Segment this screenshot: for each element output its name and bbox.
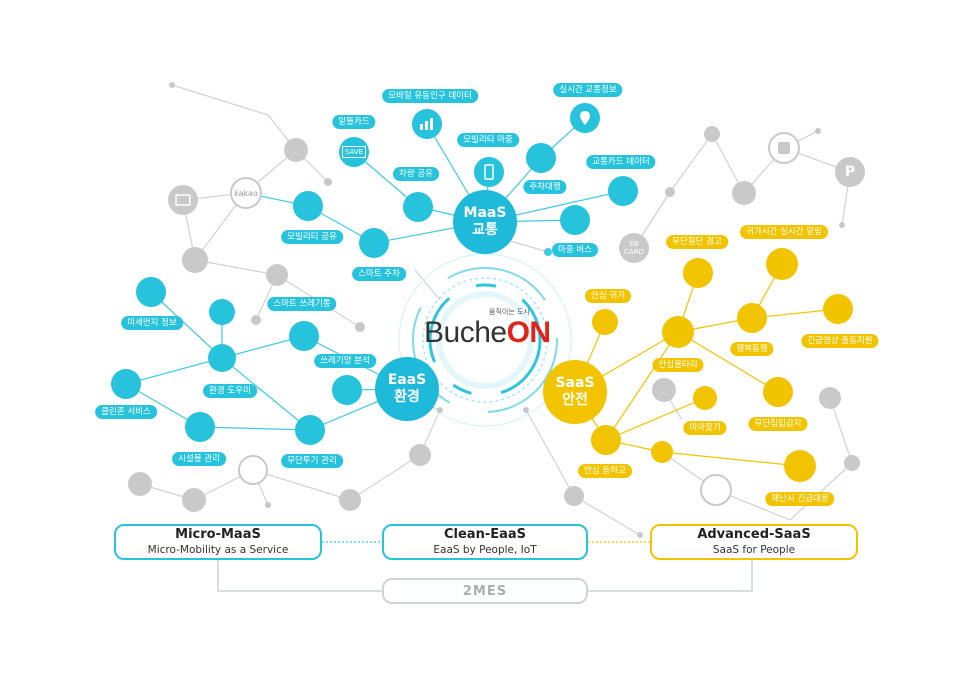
cleaner-person-icon <box>208 344 236 372</box>
advanced-saas-box: Advanced-SaaS SaaS for People <box>650 524 858 560</box>
sign-icon <box>266 264 288 286</box>
hydrant-icon <box>844 455 860 471</box>
flower-icon <box>111 369 141 399</box>
bus-icon <box>768 132 800 164</box>
label-fine-dust: 미세먼지 정보 <box>121 316 183 330</box>
eb-card-icon: EB CARD <box>619 233 649 263</box>
maas-hub[interactable]: MaaS 교통 <box>453 190 517 254</box>
bus-stop-icon <box>168 185 198 215</box>
cctv-icon <box>652 378 676 402</box>
traffic-light-icon <box>284 138 308 162</box>
label-smart-trash: 스마트 쓰레기통 <box>267 297 337 311</box>
safe-return-icon <box>592 309 618 335</box>
brand-slogan: 움직이는 도시 <box>489 308 530 316</box>
car-icon <box>732 181 756 205</box>
school-route-icon <box>591 425 621 455</box>
family-icon <box>737 303 767 333</box>
missing-child-icon <box>693 386 717 410</box>
smartphone-icon <box>474 157 504 187</box>
eaas-hub[interactable]: EaaS 환경 <box>375 357 439 421</box>
car-share-icon <box>403 192 433 222</box>
label-valet-parking: 주차대행 <box>523 180 567 194</box>
label-waste-analysis: 쓰레기양 분석 <box>314 354 376 368</box>
clean-eaas-title: Clean-EaaS <box>443 527 527 542</box>
label-safe-fence: 안심울타리 <box>652 358 704 372</box>
label-shuttle-bus: 마중 버스 <box>552 243 598 257</box>
crossing-warning-icon <box>683 258 713 288</box>
shuttle-bus-icon <box>560 205 590 235</box>
security-camera-icon <box>295 415 325 445</box>
emergency-video-icon <box>823 294 853 324</box>
fence-icon <box>662 316 694 348</box>
person-icon <box>238 455 268 485</box>
label-save-card: 알뜰카드 <box>332 115 376 129</box>
kakao-icon: kakao <box>230 177 262 209</box>
alarm-icon <box>766 248 798 280</box>
label-transit-card-data: 교통카드 데이터 <box>586 155 656 169</box>
label-happy-companion: 행복동행 <box>730 342 774 356</box>
chart-icon <box>412 109 442 139</box>
drone-icon <box>704 126 720 142</box>
kiosk-icon <box>182 247 208 273</box>
label-intrusion-detect: 무단침입감지 <box>748 417 808 431</box>
advanced-saas-subtitle: SaaS for People <box>712 544 796 556</box>
brand-logo: BucheON <box>424 316 551 349</box>
clean-eaas-subtitle: EaaS by People, IoT <box>433 544 537 556</box>
tower-icon <box>409 444 431 466</box>
monitor-icon <box>651 441 673 463</box>
dust-icon <box>136 277 166 307</box>
label-env-helper: 환경 도우미 <box>203 384 257 398</box>
cleaning-icon <box>339 489 361 511</box>
label-return-alert: 귀가시간 실시간 알림 <box>740 225 828 239</box>
disaster-icon <box>784 450 816 482</box>
label-missing-child: 미아찾기 <box>683 421 727 435</box>
label-facility-mgmt: 시설물 관리 <box>172 452 226 466</box>
label-illegal-dumping: 무단투기 관리 <box>281 454 343 468</box>
label-disaster-response: 재난시 긴급대응 <box>765 492 835 506</box>
house-icon <box>700 474 732 506</box>
map-pin-icon <box>570 103 600 133</box>
router-icon <box>293 191 323 221</box>
micro-maas-title: Micro-MaaS <box>175 527 261 542</box>
save-card-icon: SAVE <box>339 137 369 167</box>
smart-parking-icon <box>359 228 389 258</box>
label-jaywalking-warning: 무단횡단 경고 <box>666 235 728 249</box>
intrusion-icon <box>763 377 793 407</box>
footer-2mes: 2MES <box>382 578 588 604</box>
thermometer-icon <box>128 472 152 496</box>
card-tap-icon <box>608 176 638 206</box>
recycle-icon <box>209 299 235 325</box>
label-safe-school-route: 안심 등하교 <box>578 464 632 478</box>
pole-icon <box>564 486 584 506</box>
sensor-icon <box>182 488 206 512</box>
label-clean-zone: 클린존 서비스 <box>95 405 157 419</box>
cloud-icon <box>819 387 841 409</box>
label-mobility-pickup: 모빌리티 마중 <box>457 133 519 147</box>
label-mobility-sharing: 모빌리티 공유 <box>281 230 343 244</box>
monitor-chart-icon <box>332 375 362 405</box>
trash-bin-icon <box>289 321 319 351</box>
label-safe-return: 안심 귀가 <box>585 289 631 303</box>
label-smart-parking: 스마트 주차 <box>352 267 406 281</box>
valet-icon <box>526 143 556 173</box>
saas-hub[interactable]: SaaS 안전 <box>543 360 607 424</box>
facility-map-icon <box>185 412 215 442</box>
micro-maas-box: Micro-MaaS Micro-Mobility as a Service <box>114 524 322 560</box>
label-car-sharing: 차량 공유 <box>393 167 439 181</box>
advanced-saas-title: Advanced-SaaS <box>697 527 811 542</box>
label-mobile-population: 모바일 유동인구 데이터 <box>382 89 478 103</box>
label-realtime-traffic: 실시간 교통정보 <box>553 83 623 97</box>
parking-icon: P <box>835 157 865 187</box>
clean-eaas-box: Clean-EaaS EaaS by People, IoT <box>382 524 588 560</box>
micro-maas-subtitle: Micro-Mobility as a Service <box>147 544 289 556</box>
label-emergency-video: 긴급영상 출동지원 <box>801 334 879 348</box>
